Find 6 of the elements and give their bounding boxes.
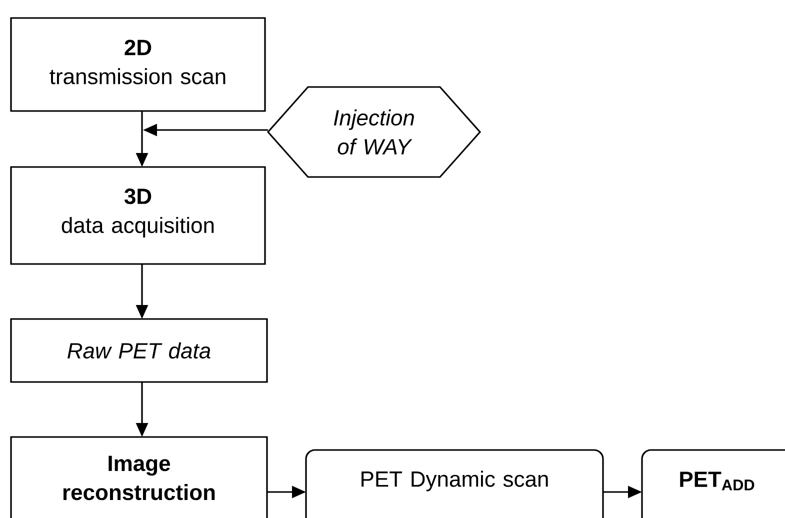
- process-box: 3D data acquisition: [10, 166, 266, 265]
- process-box: Raw PET data: [10, 318, 268, 383]
- output-box: PET Dynamic scan: [305, 449, 604, 518]
- process-box: 2D transmission scan: [10, 17, 266, 112]
- output-box: PET$_{ADD}$: [641, 449, 785, 518]
- process-box: Image reconstruction: [10, 436, 268, 518]
